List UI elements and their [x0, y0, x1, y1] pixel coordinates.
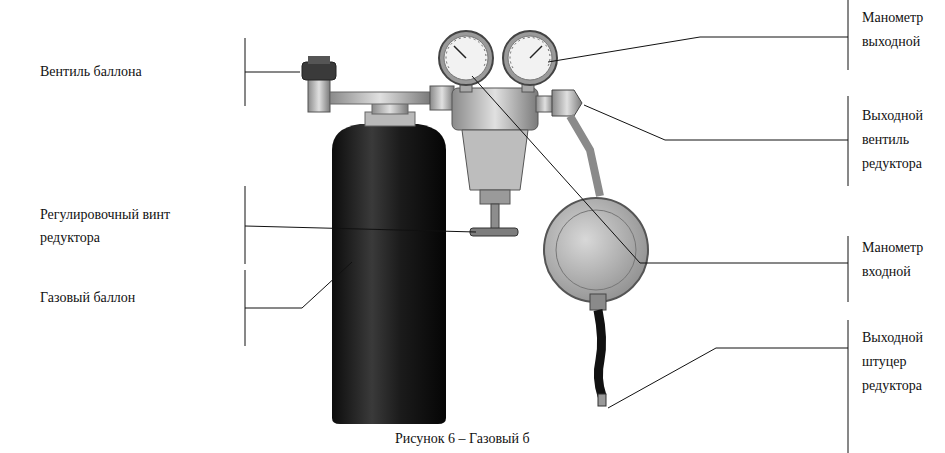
- figure-caption: Рисунок 6 – Газовый б: [395, 427, 695, 451]
- cylinder-valve: [302, 56, 430, 112]
- part-label: Манометр входной: [862, 236, 942, 284]
- part-label: Выходной вентиль редуктора: [862, 104, 942, 176]
- cylinder: [332, 98, 446, 424]
- part-label: Регулировочный винт редуктора: [40, 203, 215, 249]
- leader-lines: [245, 0, 848, 453]
- pressure-gauge: [503, 31, 557, 85]
- pressure-gauge: [439, 31, 493, 85]
- part-label: Выходной штуцер редуктора: [862, 326, 942, 398]
- part-label: Манометр выходной: [862, 6, 942, 54]
- diaphragm-regulator: [544, 116, 648, 406]
- part-label: Вентиль баллона: [40, 60, 230, 84]
- part-label: Газовый баллон: [40, 286, 230, 310]
